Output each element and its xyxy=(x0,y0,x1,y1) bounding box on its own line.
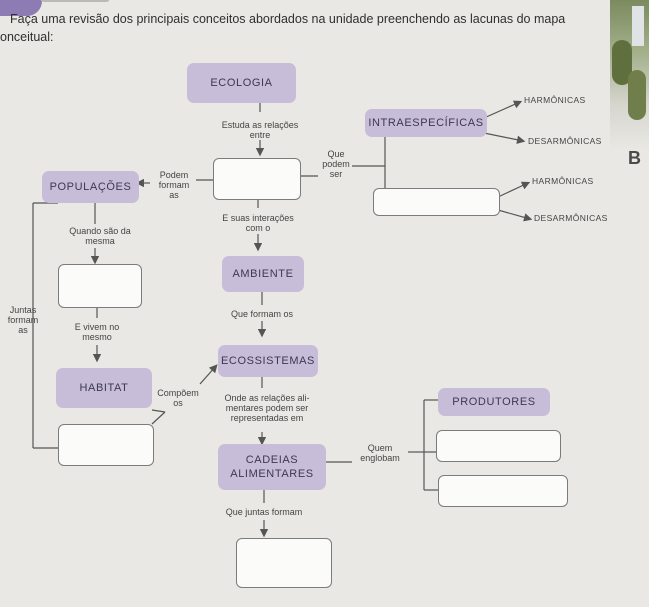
node-ecossistemas: ECOSSISTEMAS xyxy=(218,345,318,377)
blank-box-center-top[interactable] xyxy=(213,158,301,200)
label-quando-line-1: Quando são da xyxy=(69,226,131,236)
caption-harmonicas-1: HARMÔNICAS xyxy=(524,95,586,105)
label-compoem: Compõem os xyxy=(152,388,204,408)
node-cadeias-alimentares: CADEIAS ALIMENTARES xyxy=(218,444,326,490)
tree-shape xyxy=(628,70,646,120)
caption-desarmonicas-2: DESARMÔNICAS xyxy=(534,213,608,223)
node-produtores: PRODUTORES xyxy=(438,388,550,416)
label-juntas: Juntas formam as xyxy=(0,305,46,335)
label-quando-line-2: mesma xyxy=(85,236,115,246)
blank-box-interspecific[interactable] xyxy=(373,188,500,216)
label-quem-line-1: Quem xyxy=(367,443,393,453)
label-que-formam: Que formam os xyxy=(230,309,294,319)
label-juntas-formam: Que juntas formam xyxy=(225,507,303,517)
node-habitat: HABITAT xyxy=(56,368,152,408)
node-populacoes: POPULAÇÕES xyxy=(42,171,139,203)
blank-box-right-middle[interactable] xyxy=(436,430,561,462)
label-onde-line-2: mentares podem ser xyxy=(225,403,309,413)
label-compoem-line-1: Compõem xyxy=(157,388,199,398)
label-juntas-line-1: Juntas xyxy=(9,305,37,315)
label-estuda: Estuda as relações entre xyxy=(205,120,315,140)
decorative-header-shape xyxy=(0,0,42,16)
node-ecologia: ECOLOGIA xyxy=(187,63,296,103)
label-juntas-line-3: as xyxy=(18,325,28,335)
decorative-header-strip xyxy=(40,0,110,2)
label-quem: Quem englobam xyxy=(352,443,408,463)
instructions-line-1: Faça uma revisão dos principais conceito… xyxy=(10,12,566,26)
label-onde: Onde as relações ali- mentares podem ser… xyxy=(212,393,322,423)
label-estuda-line-1: Estuda as relações xyxy=(221,120,299,130)
blank-box-left-upper[interactable] xyxy=(58,264,142,308)
label-podem-formam: Podem formam as xyxy=(148,170,200,200)
node-intraespecificas: INTRAESPECÍFICAS xyxy=(365,109,487,137)
edge-letter: B xyxy=(628,148,641,168)
node-cadeias-line-2: ALIMENTARES xyxy=(230,468,314,480)
label-compoem-line-2: os xyxy=(173,398,183,408)
label-juntas-line-2: formam xyxy=(7,315,39,325)
tree-shape xyxy=(612,40,632,85)
label-podem-formam-line-3: as xyxy=(169,190,179,200)
label-onde-line-1: Onde as relações ali- xyxy=(224,393,310,403)
blank-box-bottom[interactable] xyxy=(236,538,332,588)
label-interacoes-line-1: E suas interações xyxy=(222,213,294,223)
node-cadeias-line-1: CADEIAS xyxy=(245,454,299,466)
label-vivem: E vivem no mesmo xyxy=(62,322,132,342)
label-que-podem-line-3: ser xyxy=(329,169,343,179)
caption-harmonicas-2: HARMÔNICAS xyxy=(532,176,594,186)
label-quem-line-2: englobam xyxy=(360,453,400,463)
label-vivem-line-1: E vivem no xyxy=(74,322,120,332)
instructions: Faça uma revisão dos principais conceito… xyxy=(0,10,600,46)
blank-box-right-bottom[interactable] xyxy=(438,475,568,507)
label-vivem-line-2: mesmo xyxy=(82,332,112,342)
instructions-line-2: onceitual: xyxy=(0,30,54,44)
label-interacoes: E suas interações com o xyxy=(205,213,311,233)
label-podem-formam-line-1: Podem xyxy=(159,170,189,180)
label-que-podem: Que podem ser xyxy=(316,149,356,179)
label-quando: Quando são da mesma xyxy=(55,226,145,246)
label-podem-formam-line-2: formam xyxy=(158,180,190,190)
label-interacoes-line-2: com o xyxy=(245,223,271,233)
node-ambiente: AMBIENTE xyxy=(222,256,304,292)
caption-desarmonicas-1: DESARMÔNICAS xyxy=(528,136,602,146)
photo-edge-strip xyxy=(610,0,649,150)
building-shape xyxy=(632,6,644,46)
label-que-podem-line-2: podem xyxy=(322,159,350,169)
label-onde-line-3: representadas em xyxy=(230,413,304,423)
label-estuda-line-2: entre xyxy=(249,130,271,140)
label-que-podem-line-1: Que xyxy=(327,149,345,159)
blank-box-left-lower[interactable] xyxy=(58,424,154,466)
